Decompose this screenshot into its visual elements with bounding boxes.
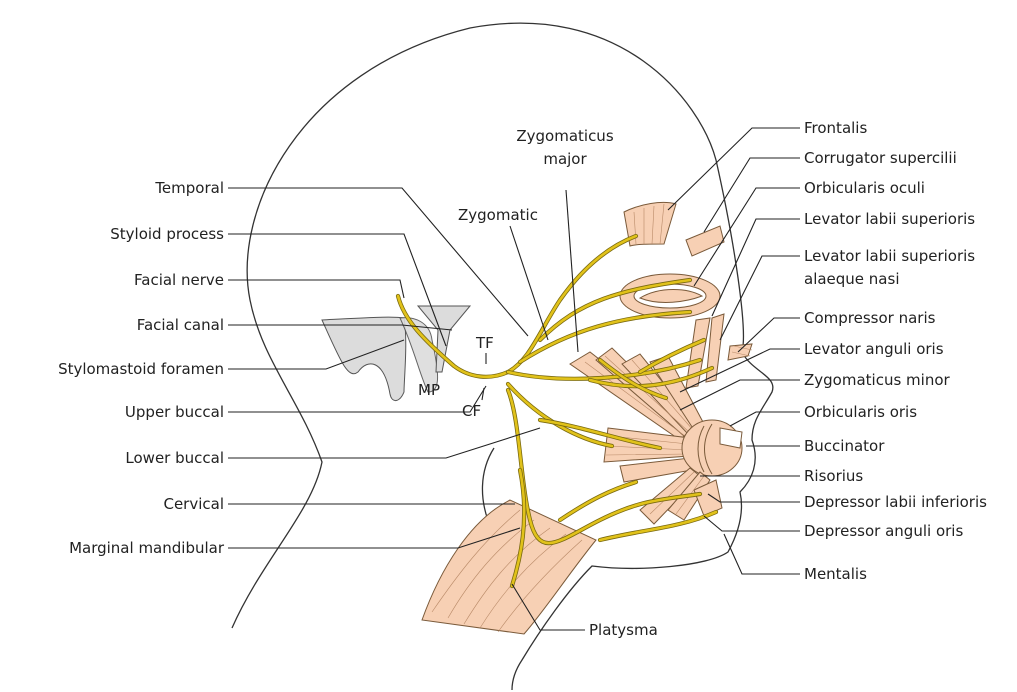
label-compressor-naris: Compressor naris — [804, 309, 936, 327]
lower-buccal-branch — [508, 384, 612, 446]
label-platysma: Platysma — [589, 621, 658, 639]
label-tf: TF — [475, 334, 494, 352]
label-risorius: Risorius — [804, 467, 863, 485]
label-buccinator: Buccinator — [804, 437, 885, 455]
label-cervical: Cervical — [163, 495, 224, 513]
label-facial-nerve: Facial nerve — [134, 271, 224, 289]
label-facial-canal: Facial canal — [137, 316, 224, 334]
label-mentalis: Mentalis — [804, 565, 867, 583]
label-orbicularis-oculi: Orbicularis oculi — [804, 179, 925, 197]
labels-right: Frontalis Corrugator supercilii Orbicula… — [804, 119, 987, 583]
zygomaticus-muscles — [570, 348, 704, 440]
label-levator-labii-superioris: Levator labii superioris — [804, 210, 975, 228]
label-levator-labii-alaeque-line1: Levator labii superioris — [804, 247, 975, 265]
label-corrugator-supercilii: Corrugator supercilii — [804, 149, 957, 167]
platysma-muscle — [422, 500, 596, 634]
label-marginal-mandibular: Marginal mandibular — [69, 539, 225, 557]
label-zygomatic: Zygomatic — [458, 206, 538, 224]
label-styloid-process: Styloid process — [110, 225, 224, 243]
label-orbicularis-oris: Orbicularis oris — [804, 403, 917, 421]
label-zygomaticus-minor: Zygomaticus minor — [804, 371, 951, 389]
label-upper-buccal: Upper buccal — [125, 403, 224, 421]
label-zygomaticus-major-line2: major — [543, 150, 587, 168]
label-mp: MP — [418, 381, 440, 399]
labels-left: Temporal Styloid process Facial nerve Fa… — [58, 179, 225, 557]
nerve-edge — [508, 384, 612, 446]
label-levator-labii-alaeque-line2: alaeque nasi — [804, 270, 900, 288]
temporal-bone — [322, 306, 470, 401]
label-depressor-anguli-oris: Depressor anguli oris — [804, 522, 963, 540]
nerve-edge — [560, 482, 636, 520]
label-stylomastoid-foramen: Stylomastoid foramen — [58, 360, 224, 378]
label-levator-anguli-oris: Levator anguli oris — [804, 340, 944, 358]
label-lower-buccal: Lower buccal — [125, 449, 224, 467]
label-zygomaticus-major-line1: Zygomaticus — [516, 127, 613, 145]
label-depressor-labii-inferioris: Depressor labii inferioris — [804, 493, 987, 511]
orbicularis-oris-muscle — [682, 420, 742, 476]
nerve-edge — [508, 236, 636, 372]
label-frontalis: Frontalis — [804, 119, 867, 137]
label-temporal: Temporal — [154, 179, 224, 197]
label-cf: CF — [462, 402, 481, 420]
